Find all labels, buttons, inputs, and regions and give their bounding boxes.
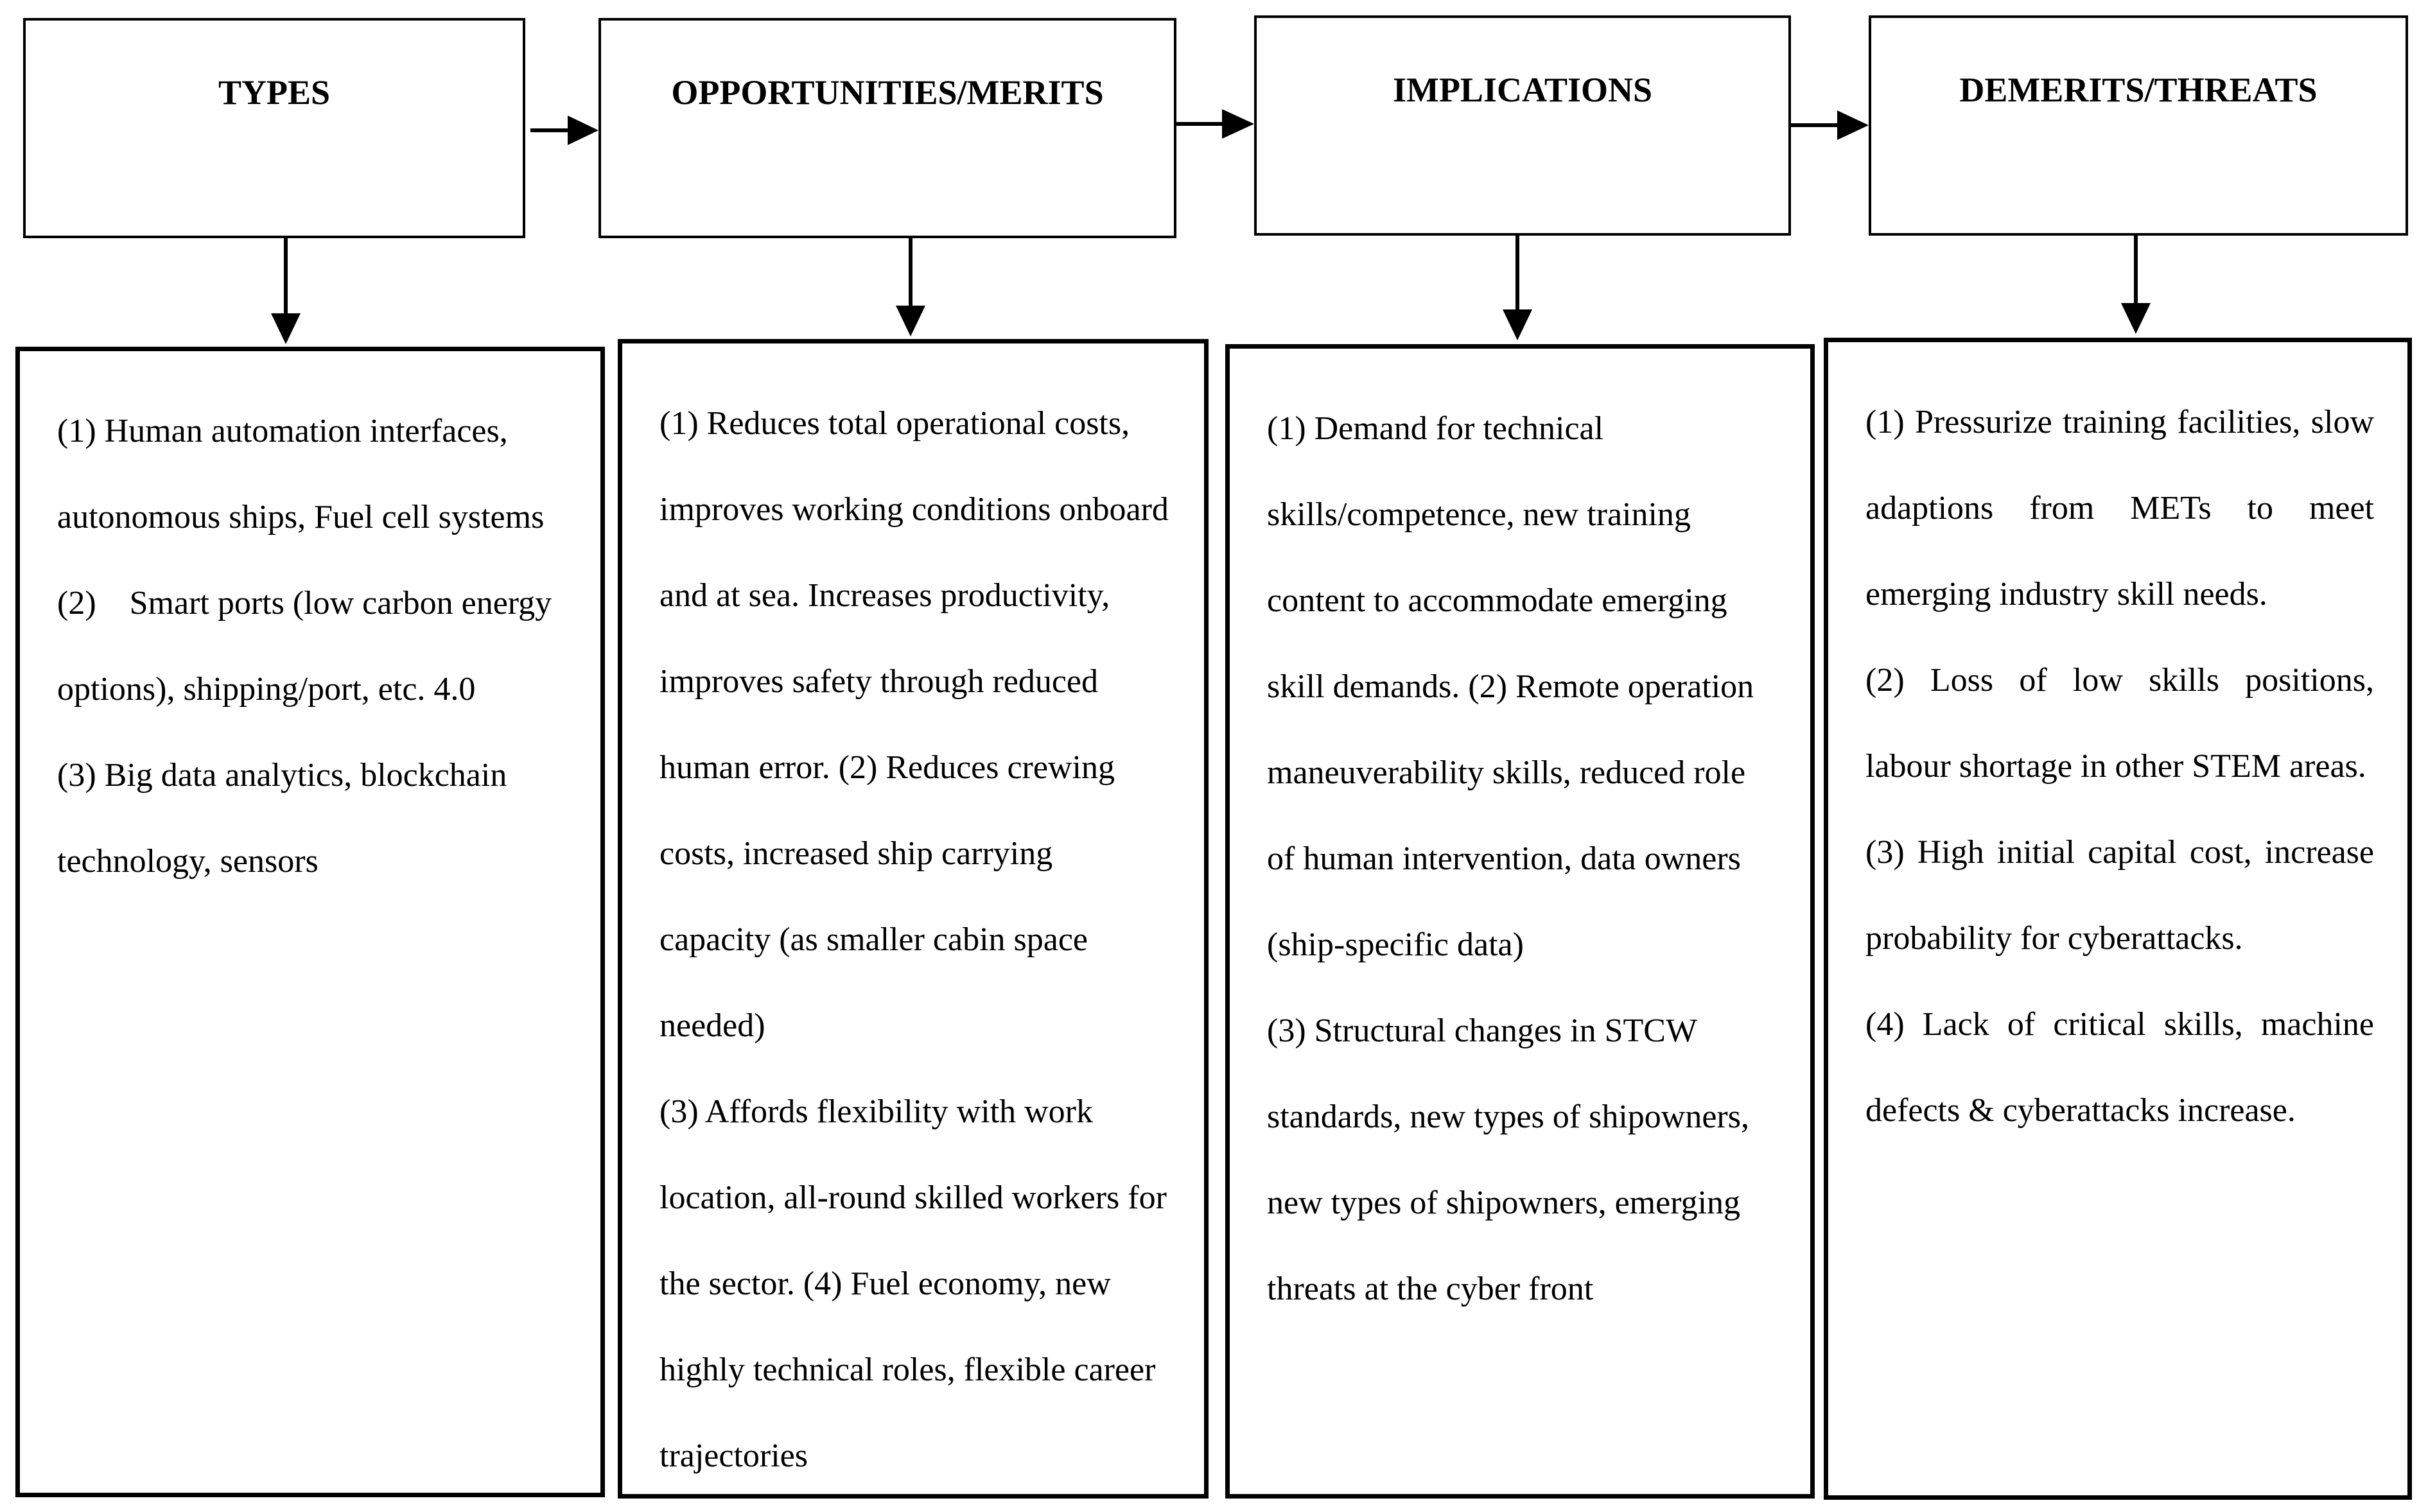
header-title-demerits: DEMERITS/THREATS — [1959, 71, 2318, 109]
demerits-item-3: (3) High initial capital cost, increase … — [1865, 834, 2374, 957]
types-item-2: (2) Smart ports (low carbon energy optio… — [57, 585, 552, 708]
header-title-implications: IMPLICATIONS — [1392, 71, 1653, 109]
types-item-3: (3) Big data analytics, blockchain techn… — [57, 757, 507, 880]
header-title-types: TYPES — [218, 73, 331, 112]
detail-text-implications: (1) Demand for technical skills/competen… — [1267, 386, 1777, 1332]
header-box-implications: IMPLICATIONS — [1254, 15, 1791, 236]
detail-box-demerits: (1) Pressurize training facilities, slow… — [1824, 338, 2412, 1500]
opportunities-item-2: (3) Affords flexibility with work locati… — [659, 1093, 1167, 1474]
header-box-types: TYPES — [23, 18, 525, 238]
arrow-down-opportunities — [896, 238, 925, 336]
demerits-item-2: (2) Loss of low skills positions, labour… — [1865, 662, 2374, 785]
detail-box-types: (1) Human automation interfaces, autonom… — [15, 347, 605, 1497]
arrow-down-types — [271, 238, 301, 344]
header-box-demerits: DEMERITS/THREATS — [1869, 15, 2408, 236]
opportunities-item-1: (1) Reduces total operational costs, imp… — [659, 405, 1169, 1044]
types-item-1: (1) Human automation interfaces, autonom… — [57, 413, 545, 535]
arrow-down-implications — [1503, 236, 1532, 340]
header-box-opportunities: OPPORTUNITIES/MERITS — [598, 18, 1176, 238]
detail-box-implications: (1) Demand for technical skills/competen… — [1225, 344, 1815, 1499]
demerits-item-1: (1) Pressurize training facilities, slow… — [1865, 404, 2374, 613]
arrow-implications-to-demerits — [1791, 110, 1869, 140]
implications-item-1: (1) Demand for technical skills/competen… — [1267, 410, 1754, 963]
arrow-opportunities-to-implications — [1176, 109, 1254, 139]
detail-text-demerits: (1) Pressurize training facilities, slow… — [1865, 379, 2374, 1154]
header-title-opportunities: OPPORTUNITIES/MERITS — [671, 73, 1104, 112]
arrow-down-demerits — [2121, 236, 2151, 334]
detail-text-types: (1) Human automation interfaces, autonom… — [57, 388, 567, 905]
demerits-item-4: (4) Lack of critical skills, machine def… — [1865, 1006, 2374, 1129]
detail-box-opportunities: (1) Reduces total operational costs, imp… — [618, 339, 1209, 1499]
arrow-types-to-opportunities — [530, 116, 598, 145]
detail-text-opportunities: (1) Reduces total operational costs, imp… — [659, 381, 1171, 1499]
implications-item-2: (3) Structural changes in STCW standards… — [1267, 1012, 1749, 1307]
